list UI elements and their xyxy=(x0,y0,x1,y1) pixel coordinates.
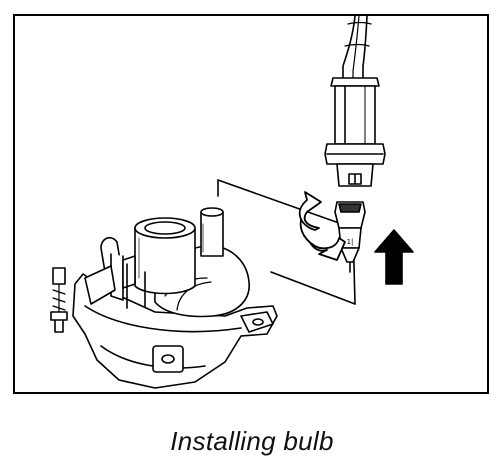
socket-cable xyxy=(342,16,372,79)
rotate-arrows-icon xyxy=(298,191,346,261)
up-arrow-icon xyxy=(374,229,414,285)
wedge-bulb: 1| xyxy=(334,201,366,273)
svg-text:1|: 1| xyxy=(347,238,354,246)
figure-caption: Installing bulb xyxy=(170,426,334,456)
lamp-housing xyxy=(50,207,278,389)
illustration-frame: 1| xyxy=(13,14,489,394)
installing-bulb-illustration: 1| xyxy=(50,16,414,389)
bulb-socket xyxy=(324,77,386,187)
